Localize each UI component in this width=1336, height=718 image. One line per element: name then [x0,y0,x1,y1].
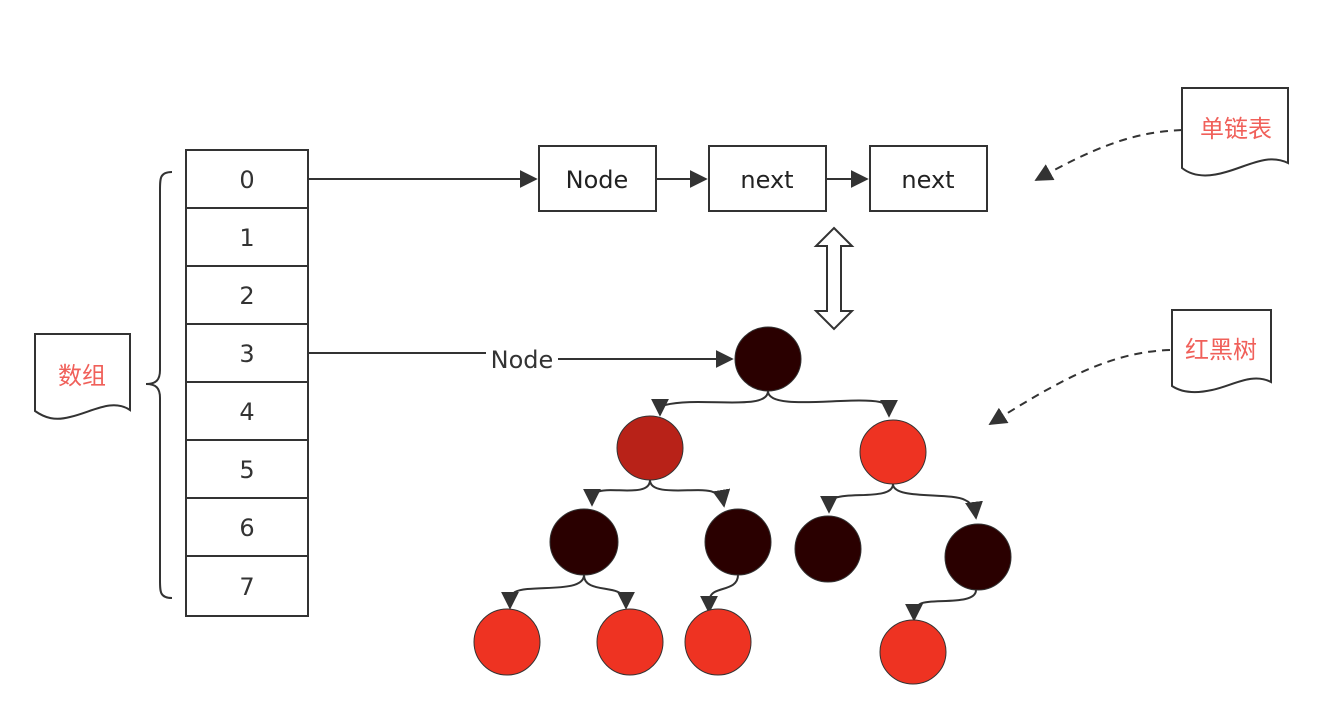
tree-edge [501,574,585,610]
tree-edge [767,390,898,418]
array-cell-index: 1 [239,224,254,252]
array-cell-index: 6 [239,514,254,542]
tree-node-ll [549,508,619,576]
tree-nodes [473,326,1012,685]
tree-node-lrl [684,608,752,676]
tree-node-l [616,415,684,481]
array-cell-index: 5 [239,456,254,484]
list-node-label: next [901,166,954,194]
array-cell: 7 [185,555,309,617]
array-cell-index: 4 [239,398,254,426]
array-cell: 2 [185,265,309,325]
tree-edge [700,574,739,614]
array-cell-index: 2 [239,282,254,310]
tree-edge [820,483,894,514]
tree-node-r [859,419,927,485]
array-cell: 5 [185,439,309,499]
tree-edge [892,483,983,520]
tree-edge [649,479,731,508]
red-black-tree-note-label: 红黑树 [1185,336,1257,364]
tree-edge [905,589,977,622]
bucket-3-arrow-label: Node [491,346,554,374]
tree-edge [651,390,769,417]
array-note-label: 数组 [58,362,106,390]
list-node-label: next [740,166,793,194]
array-cell: 1 [185,207,309,267]
red-black-tree-note: 红黑树 [988,309,1272,425]
tree-edge [583,479,651,507]
tree-edge [583,574,635,610]
array-cell: 0 [185,149,309,209]
array-cell-index: 7 [239,573,254,601]
linked-list-note-label: 单链表 [1200,115,1272,143]
list-node: next [708,145,827,212]
list-node: Node [538,145,657,212]
array-cell: 4 [185,381,309,441]
array-cell-index: 0 [239,166,254,194]
tree-node-lr [704,508,772,576]
red-black-tree-note-pointer [988,349,1171,425]
array-note: 数组 [34,333,131,420]
linked-list-note-pointer [1034,129,1183,181]
array: 0 1 2 3 4 5 6 7 [185,149,309,617]
tree-node-rrl [879,619,947,685]
array-cell: 3 [185,323,309,383]
list-node: next [869,145,988,212]
tree-node-root [734,326,802,392]
tree-node-rr [944,523,1012,591]
array-brace [145,171,173,599]
conversion-double-arrow [813,226,855,331]
bucket-3-arrow: Node [308,346,734,374]
list-node-label: Node [566,166,629,194]
array-cell-index: 3 [239,340,254,368]
array-cell: 6 [185,497,309,557]
linked-list-note: 单链表 [1034,87,1289,181]
tree-node-llr [596,608,664,676]
tree-node-lll [473,608,541,676]
tree-edges [501,390,983,622]
tree-node-rl [794,515,862,583]
linked-list: Node next next [538,145,988,212]
